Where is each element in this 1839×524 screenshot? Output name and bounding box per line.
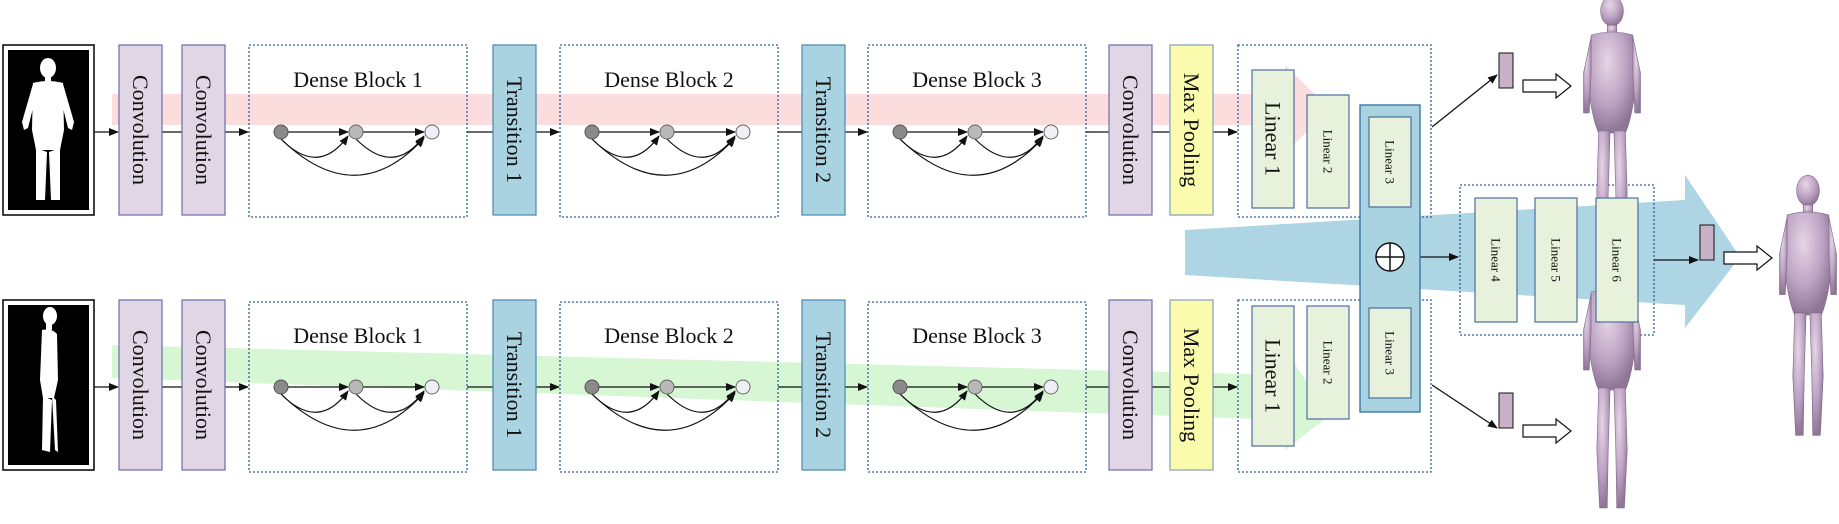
top-feature-band — [112, 65, 1330, 153]
top-convolution-3-label: Convolution — [1118, 75, 1143, 185]
hollow-right-arrow-icon — [1723, 244, 1773, 272]
top-convolution-1-label: Convolution — [128, 75, 153, 185]
top-transition-2: Transition 2 — [801, 44, 846, 216]
top-linear-2: Linear 2 — [1306, 94, 1350, 209]
bottom-linear-frame — [1237, 299, 1432, 473]
top-transition-2-label: Transition 2 — [811, 77, 836, 183]
top-dense-block-1-frame — [248, 44, 468, 218]
merged-output-body-model — [1778, 174, 1838, 436]
dense-node — [584, 379, 600, 395]
top-convolution-2: Convolution — [181, 44, 226, 216]
bottom-transition-1: Transition 1 — [492, 299, 537, 471]
dense-node — [1043, 379, 1059, 395]
dense-node — [584, 124, 600, 140]
front-input-image — [2, 44, 95, 216]
bottom-linear-2: Linear 2 — [1306, 305, 1350, 420]
merged-linear-5-label: Linear 5 — [1549, 238, 1564, 282]
top-output-bar — [1498, 52, 1514, 89]
dense-node — [892, 379, 908, 395]
bottom-dense-block-3-frame — [867, 301, 1087, 473]
bottom-linear-1-label: Linear 1 — [1261, 339, 1286, 413]
top-dense-block-1-title: Dense Block 1 — [293, 67, 423, 92]
hollow-right-arrow-icon — [1522, 72, 1572, 100]
dense-node — [348, 124, 364, 140]
top-convolution-2-label: Convolution — [191, 75, 216, 185]
top-linear-3: Linear 3 — [1368, 116, 1412, 208]
dense-node — [659, 124, 675, 140]
bottom-dense-block-3-title: Dense Block 3 — [912, 323, 1042, 348]
top-dense-block-2-frame — [559, 44, 779, 218]
human-front-silhouette-icon — [22, 58, 74, 200]
bottom-output-arrow — [1431, 384, 1498, 429]
merged-output-bar — [1699, 224, 1715, 261]
bottom-convolution-1-label: Convolution — [128, 330, 153, 440]
bottom-convolution-2: Convolution — [181, 299, 226, 471]
dense-node — [967, 124, 983, 140]
top-max-pooling-label: Max Pooling — [1179, 73, 1204, 187]
merged-linear-5: Linear 5 — [1534, 197, 1578, 323]
top-linear-3-label: Linear 3 — [1383, 140, 1398, 184]
bottom-linear-1: Linear 1 — [1251, 305, 1295, 447]
bottom-dense-block-2-title: Dense Block 2 — [604, 323, 734, 348]
bottom-convolution-3-label: Convolution — [1118, 330, 1143, 440]
dense-node — [424, 124, 440, 140]
dense-node — [735, 124, 751, 140]
dense-node — [735, 379, 751, 395]
dense-node — [1043, 124, 1059, 140]
top-dense-block-3-frame — [867, 44, 1087, 218]
bottom-linear-3-label: Linear 3 — [1383, 331, 1398, 375]
top-linear-1-label: Linear 1 — [1261, 102, 1286, 176]
top-dense-block-3-title: Dense Block 3 — [912, 67, 1042, 92]
top-transition-1-label: Transition 1 — [502, 77, 527, 183]
circle-plus-icon — [1375, 242, 1405, 272]
bottom-transition-1-label: Transition 1 — [502, 332, 527, 438]
top-transition-1: Transition 1 — [492, 44, 537, 216]
bottom-max-pooling: Max Pooling — [1169, 299, 1214, 471]
bottom-output-bar — [1498, 392, 1514, 429]
merged-linear-4: Linear 4 — [1474, 197, 1518, 323]
dense-node — [273, 379, 289, 395]
merged-linear-6-label: Linear 6 — [1610, 238, 1625, 282]
top-max-pooling: Max Pooling — [1169, 44, 1214, 216]
bottom-transition-2: Transition 2 — [801, 299, 846, 471]
hollow-right-arrow-icon — [1522, 417, 1572, 445]
top-dense-block-1-graph — [273, 124, 440, 176]
top-linear-1: Linear 1 — [1251, 69, 1295, 209]
bottom-dense-block-2-frame — [559, 301, 779, 473]
merged-linear-4-label: Linear 4 — [1489, 238, 1504, 282]
dense-node — [348, 379, 364, 395]
dense-node — [892, 124, 908, 140]
bottom-transition-2-label: Transition 2 — [811, 332, 836, 438]
bottom-dense-block-1-frame — [248, 301, 468, 473]
top-convolution-3: Convolution — [1108, 44, 1153, 216]
merged-linear-6: Linear 6 — [1595, 197, 1639, 323]
top-dense-block-2-title: Dense Block 2 — [604, 67, 734, 92]
top-dense-block-3-graph — [892, 124, 1059, 176]
bottom-linear-3: Linear 3 — [1368, 307, 1412, 399]
bottom-feature-band — [112, 345, 1330, 450]
dense-node — [424, 379, 440, 395]
dense-node — [273, 124, 289, 140]
dense-node — [659, 379, 675, 395]
bottom-linear-2-label: Linear 2 — [1321, 341, 1336, 385]
bottom-convolution-2-label: Convolution — [191, 330, 216, 440]
top-convolution-1: Convolution — [118, 44, 163, 216]
bottom-dense-block-1-graph — [273, 379, 440, 431]
dense-node — [967, 379, 983, 395]
top-linear-2-label: Linear 2 — [1321, 130, 1336, 174]
bottom-dense-block-2-graph — [584, 379, 751, 431]
human-side-silhouette-icon — [40, 307, 58, 452]
top-dense-block-2-graph — [584, 124, 751, 176]
top-linear-frame — [1237, 44, 1432, 218]
bottom-dense-block-1-title: Dense Block 1 — [293, 323, 423, 348]
bottom-max-pooling-label: Max Pooling — [1179, 328, 1204, 442]
bottom-convolution-3: Convolution — [1108, 299, 1153, 471]
bottom-dense-block-3-graph — [892, 379, 1059, 431]
bottom-convolution-1: Convolution — [118, 299, 163, 471]
side-input-image — [2, 299, 95, 471]
top-output-arrow — [1431, 74, 1498, 128]
